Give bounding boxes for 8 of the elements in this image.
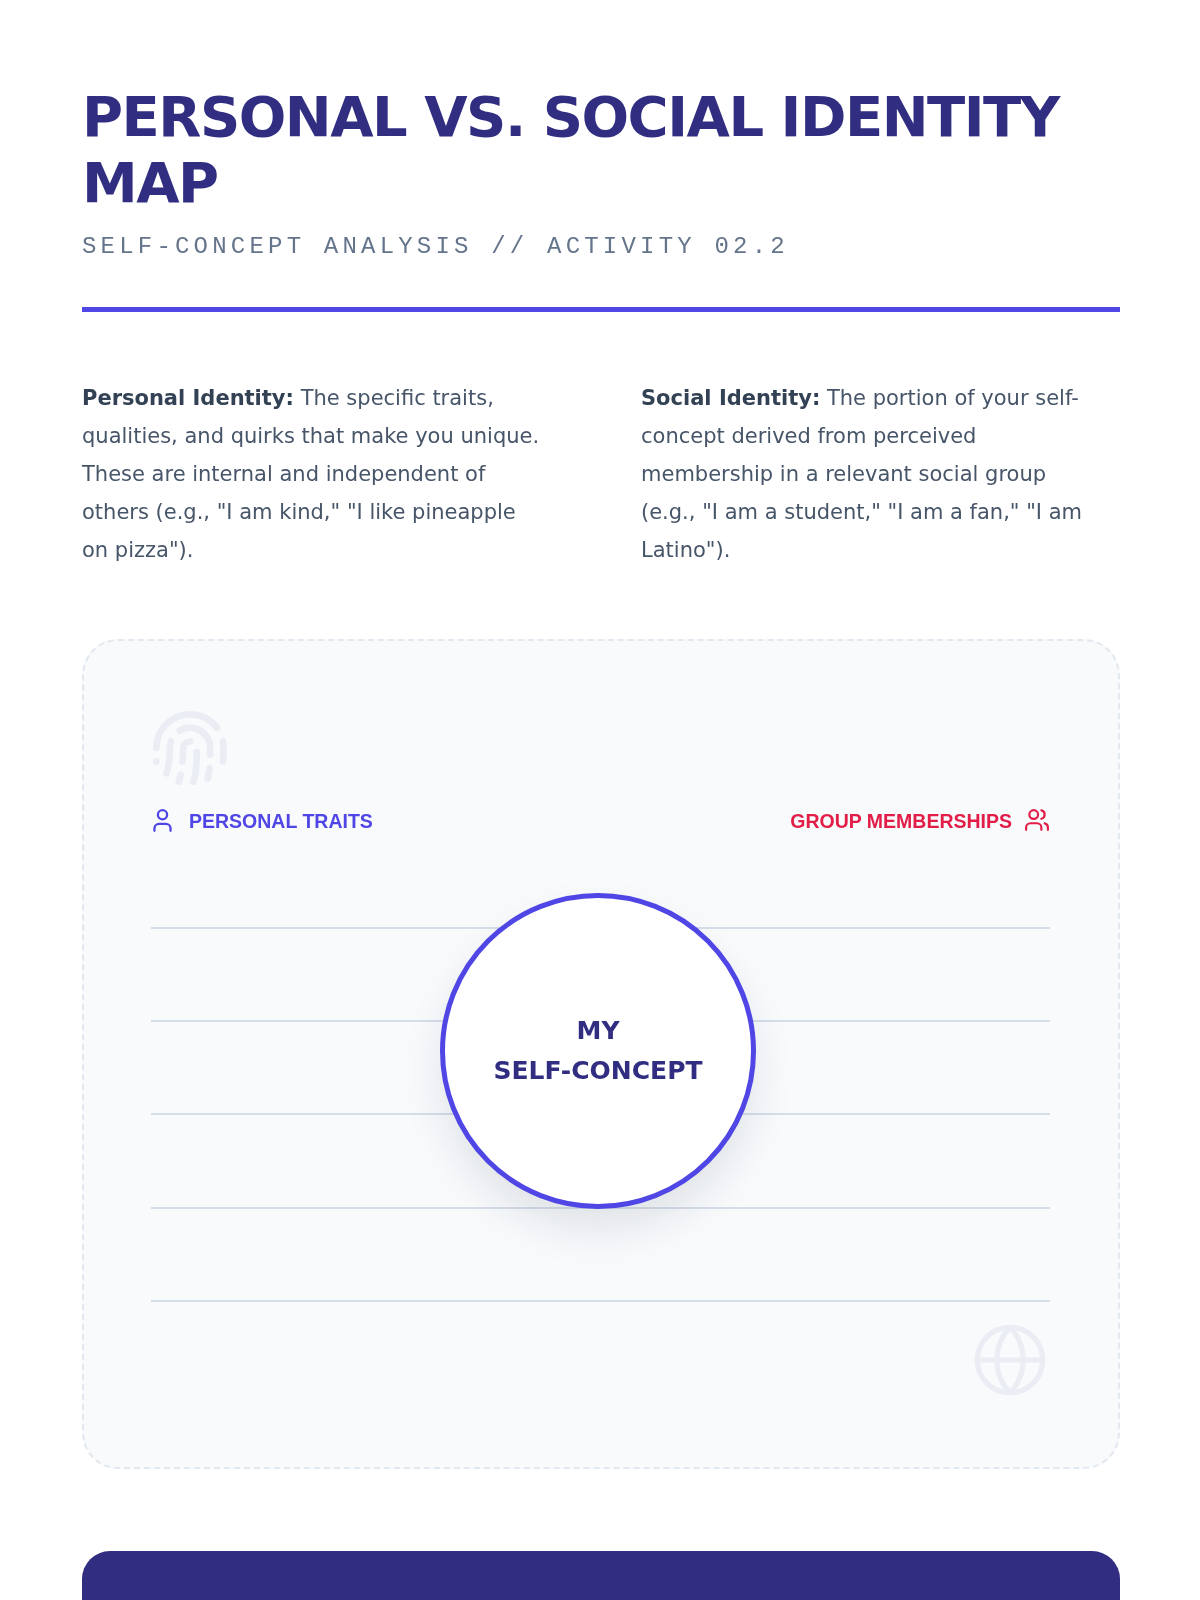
circle-label: MY SELF-CONCEPT [492,1015,704,1087]
worksheet-panel [82,639,1120,1469]
subtitle: SELF-CONCEPT ANALYSIS // ACTIVITY 02.2 [82,232,789,262]
section-heading: PERSONAL TRAITS [189,809,373,833]
definition-text: Social Identity: The portion of your self-concept derived from perceived membership in a relevant social group (e.g., "I am a student," "I am a fan," "I am Latino"). [641,385,1083,564]
section-heading: GROUP MEMBERSHIPS [790,809,1012,833]
definition-text: Personal Identity: The specific traits, qualities, and quirks that make you unique. These are internal and independent of others (e.g., "I am kind," "I like pineapple on pizza"). [82,385,541,564]
page-title: PERSONAL VS. SOCIAL IDENTITY MAP [82,84,1061,216]
